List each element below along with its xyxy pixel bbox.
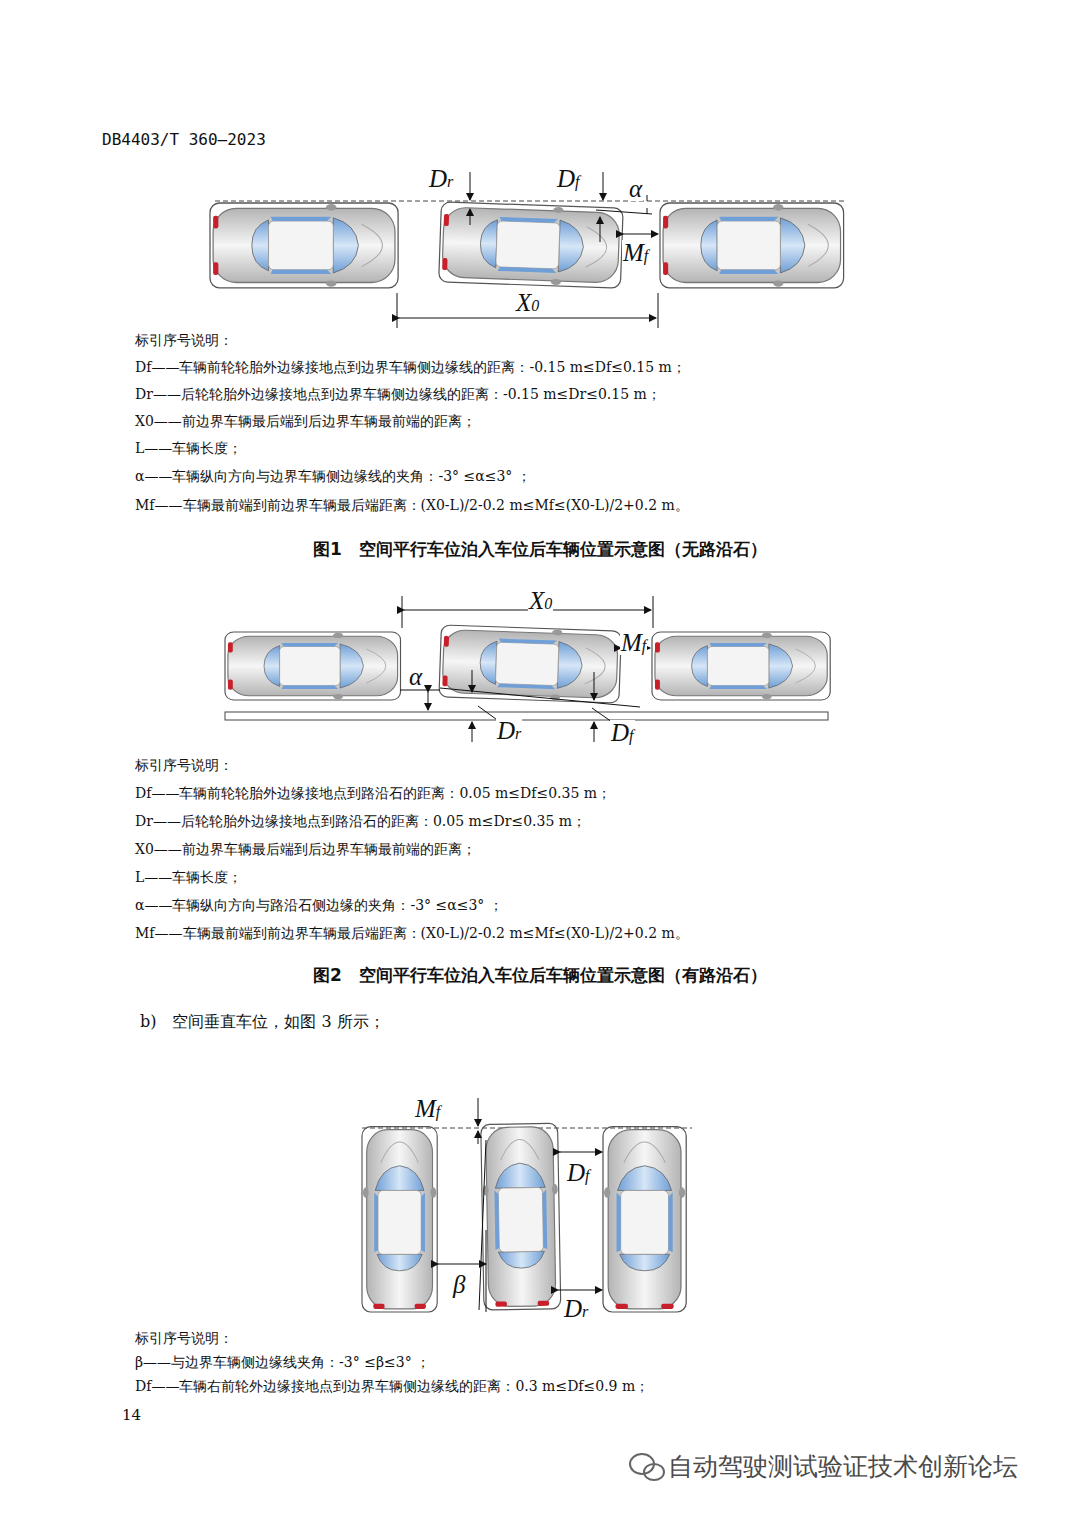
dimension-symbol: Mf (414, 1096, 441, 1121)
legend-line: X0——前边界车辆最后端到后边界车辆最前端的距离； (135, 841, 476, 858)
angle-symbol: α (628, 176, 643, 201)
watermark: 自动驾驶测试验证技术创新论坛 (668, 1450, 1018, 1483)
legend-line: Df——车辆前轮轮胎外边缘接地点到路沿石的距离：0.05 m≤Df≤0.35 m… (135, 785, 611, 802)
legend-heading: 标引序号说明： (135, 1330, 233, 1347)
dimension-symbol: Dr (428, 166, 454, 191)
legend-line: α——车辆纵向方向与路沿石侧边缘的夹角：-3° ≤α≤3° ； (135, 897, 503, 914)
legend-line: X0——前边界车辆最后端到后边界车辆最前端的距离； (135, 413, 476, 430)
legend-line: L——车辆长度； (135, 440, 242, 457)
body-text: b) 空间垂直车位，如图 3 所示； (140, 1012, 385, 1033)
legend-line: β——与边界车辆侧边缘线夹角：-3° ≤β≤3° ； (135, 1354, 430, 1371)
legend-line: Df——车辆右前轮外边缘接地点到边界车辆侧边缘线的距离：0.3 m≤Df≤0.9… (135, 1378, 649, 1395)
legend-heading: 标引序号说明： (135, 332, 233, 349)
angle-symbol: β (452, 1272, 466, 1297)
legend-line: Dr——后轮轮胎外边缘接地点到边界车辆侧边缘线的距离：-0.15 m≤Dr≤0.… (135, 386, 661, 403)
dimension-symbol: Dr (563, 1296, 589, 1321)
dimension-symbol: X0 (528, 588, 553, 613)
legend-line: L——车辆长度； (135, 869, 242, 886)
dimension-symbol: X0 (515, 290, 540, 315)
legend-heading: 标引序号说明： (135, 757, 233, 774)
legend-line: Dr——后轮轮胎外边缘接地点到路沿石的距离：0.05 m≤Dr≤0.35 m； (135, 813, 586, 830)
dimension-symbol: Dr (496, 718, 522, 743)
page-number: 14 (122, 1406, 141, 1424)
dimension-symbol: Df (610, 720, 635, 745)
dimension-symbol: Mf (620, 630, 647, 655)
dimension-symbol: Df (556, 166, 581, 191)
header-code: DB4403/T 360—2023 (102, 130, 266, 149)
dimension-symbol: Df (566, 1160, 591, 1185)
figure-caption: 图2 空间平行车位泊入车位后车辆位置示意图（有路沿石） (0, 964, 1080, 987)
figure-caption: 图1 空间平行车位泊入车位后车辆位置示意图（无路沿石） (0, 538, 1080, 561)
legend-line: Mf——车辆最前端到前边界车辆最后端距离：(X0-L)/2-0.2 m≤Mf≤(… (135, 925, 689, 942)
legend-line: α——车辆纵向方向与边界车辆侧边缘线的夹角：-3° ≤α≤3° ； (135, 468, 531, 485)
dimension-symbol: Mf (622, 240, 649, 265)
legend-line: Mf——车辆最前端到前边界车辆最后端距离：(X0-L)/2-0.2 m≤Mf≤(… (135, 497, 689, 514)
angle-symbol: α (408, 664, 423, 689)
legend-line: Df——车辆前轮轮胎外边缘接地点到边界车辆侧边缘线的距离：-0.15 m≤Df≤… (135, 359, 686, 376)
